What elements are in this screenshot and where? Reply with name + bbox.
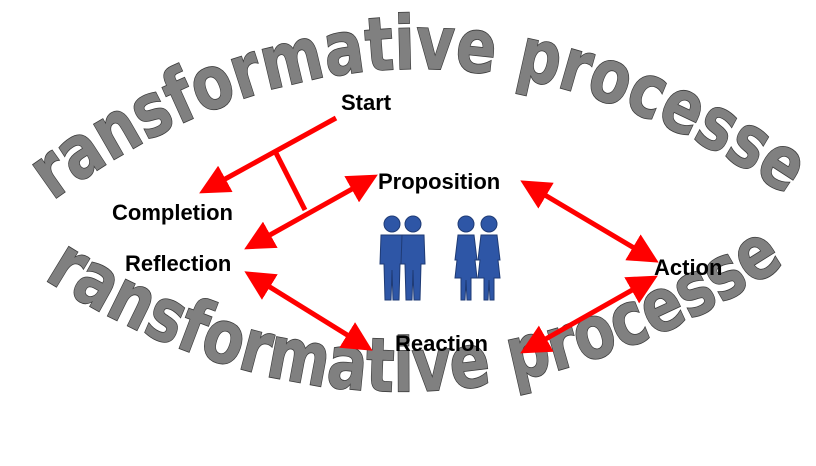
- arrow-reflection-reaction: [244, 271, 373, 351]
- node-start: Start: [341, 90, 392, 115]
- arrow-action-reaction: [520, 275, 658, 354]
- arrow-start-to-completion: [199, 115, 338, 194]
- male-person-icon: [379, 215, 405, 301]
- people-group-icon: [379, 215, 501, 301]
- node-proposition: Proposition: [378, 169, 500, 194]
- female-person-icon: [454, 215, 478, 301]
- female-person-icon: [477, 215, 501, 301]
- bracket-connector: [273, 151, 308, 212]
- arrow-proposition-action: [520, 180, 659, 263]
- node-reflection: Reflection: [125, 251, 231, 276]
- arrow-proposition-reflection: [244, 174, 378, 250]
- node-completion: Completion: [112, 200, 233, 225]
- node-reaction: Reaction: [395, 331, 488, 356]
- node-action: Action: [654, 255, 722, 280]
- male-person-icon: [400, 215, 426, 301]
